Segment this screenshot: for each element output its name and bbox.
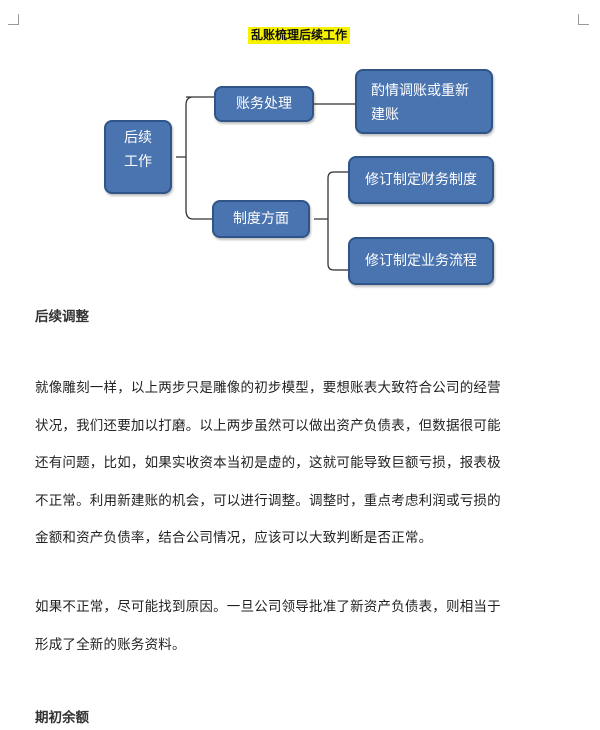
node-system-aspect-label: 制度方面 [233, 211, 289, 227]
node-adjust-or-rebuild-line1: 酌情调账或重新 [371, 83, 469, 99]
paragraph-line: 不正常。利用新建账的机会，可以进行调整。调整时，重点考虑利润或亏损的 [35, 492, 501, 509]
node-followup-work: 后续 工作 [104, 120, 172, 194]
node-business-process-label: 修订制定业务流程 [365, 253, 477, 269]
paragraph-line: 还有问题，比如，如果实收资本当初是虚的，这就可能导致巨额亏损，报表极 [35, 455, 501, 471]
node-finance-policy: 修订制定财务制度 [348, 156, 494, 204]
node-followup-work-line2: 工作 [124, 154, 152, 170]
document-title: 乱账梳理后续工作 [248, 27, 351, 44]
paragraph-line: 金额和资产负债率，结合公司情况，应该可以大致判断是否正常。 [35, 530, 433, 546]
paragraph-abnormal: 如果不正常，尽可能找到原因。一旦公司领导批准了新资产负债表，则相当于 形成了全新… [35, 589, 565, 664]
root-bracket [176, 96, 194, 220]
section-heading-opening-balance: 期初余额 [35, 710, 89, 726]
diagram-connectors [176, 96, 355, 271]
node-finance-policy-label: 修订制定财务制度 [365, 172, 477, 188]
workflow-diagram: 后续 工作 账务处理 制度方面 酌情调账或重新 建账 修订制定财务制度 修订制定… [0, 60, 600, 290]
node-account-processing-label: 账务处理 [236, 96, 292, 112]
node-adjust-or-rebuild-line2: 建账 [371, 107, 399, 123]
paragraph-line: 就像雕刻一样，以上两步只是雕像的初步模型，要想账表大致符合公司的经营 [35, 380, 501, 396]
paragraph-line: 状况，我们还要加以打磨。以上两步虽然可以做出资产负债表，但数据很可能 [35, 417, 501, 434]
page-corner-mark-right [578, 14, 589, 25]
paragraph-line: 形成了全新的账务资料。 [35, 636, 186, 653]
node-system-aspect: 制度方面 [212, 200, 310, 238]
system-bracket [314, 171, 335, 271]
paragraph-adjustment: 就像雕刻一样，以上两步只是雕像的初步模型，要想账表大致符合公司的经营 状况，我们… [35, 370, 565, 558]
node-followup-work-line1: 后续 [124, 130, 152, 146]
section-heading-followup-adjustment: 后续调整 [35, 309, 89, 325]
node-adjust-or-rebuild: 酌情调账或重新 建账 [355, 69, 493, 134]
node-account-processing: 账务处理 [214, 86, 314, 122]
page-corner-mark-left [8, 14, 19, 25]
node-business-process: 修订制定业务流程 [348, 237, 494, 285]
paragraph-line: 如果不正常，尽可能找到原因。一旦公司领导批准了新资产负债表，则相当于 [35, 599, 501, 615]
